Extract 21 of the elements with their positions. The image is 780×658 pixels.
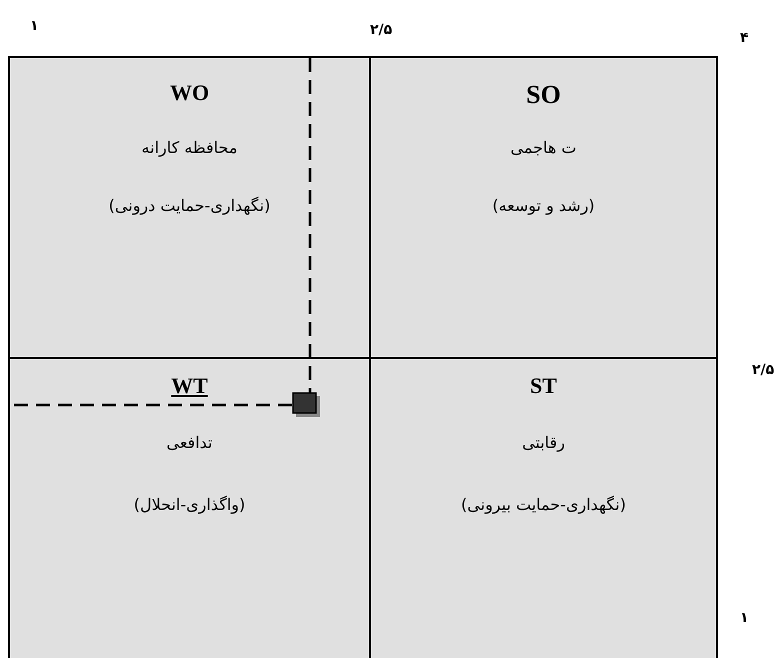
quadrant-heading: ST — [530, 373, 557, 399]
strategy-name: رقابتی — [522, 433, 565, 452]
quadrant-heading: SO — [526, 80, 561, 110]
strategy-name: محافظه کارانه — [142, 138, 238, 157]
strategy-description: (نگهداری-حمایت بیرونی) — [461, 495, 626, 514]
quadrant-cell — [369, 357, 718, 658]
strategy-description: (رشد و توسعه) — [492, 196, 595, 215]
quadrant-cell — [8, 357, 371, 658]
axis-value: ۱ — [740, 610, 749, 626]
quadrant-heading: WT — [171, 373, 208, 399]
axis-value: ۲/۵ — [370, 22, 392, 38]
strategy-name: تدافعی — [166, 433, 212, 452]
strategy-name: ت هاجمی — [510, 138, 576, 157]
strategy-description: (نگهداری-حمایت درونی) — [108, 196, 270, 215]
quadrant-cell — [369, 56, 718, 359]
quadrant-cell — [8, 56, 371, 359]
axis-value: ۱ — [30, 18, 39, 34]
axis-value: ۲/۵ — [752, 362, 774, 378]
strategy-description: (واگذاری-انحلال) — [134, 495, 246, 514]
quadrant-heading: WO — [170, 80, 210, 106]
axis-value: ۴ — [740, 30, 749, 46]
